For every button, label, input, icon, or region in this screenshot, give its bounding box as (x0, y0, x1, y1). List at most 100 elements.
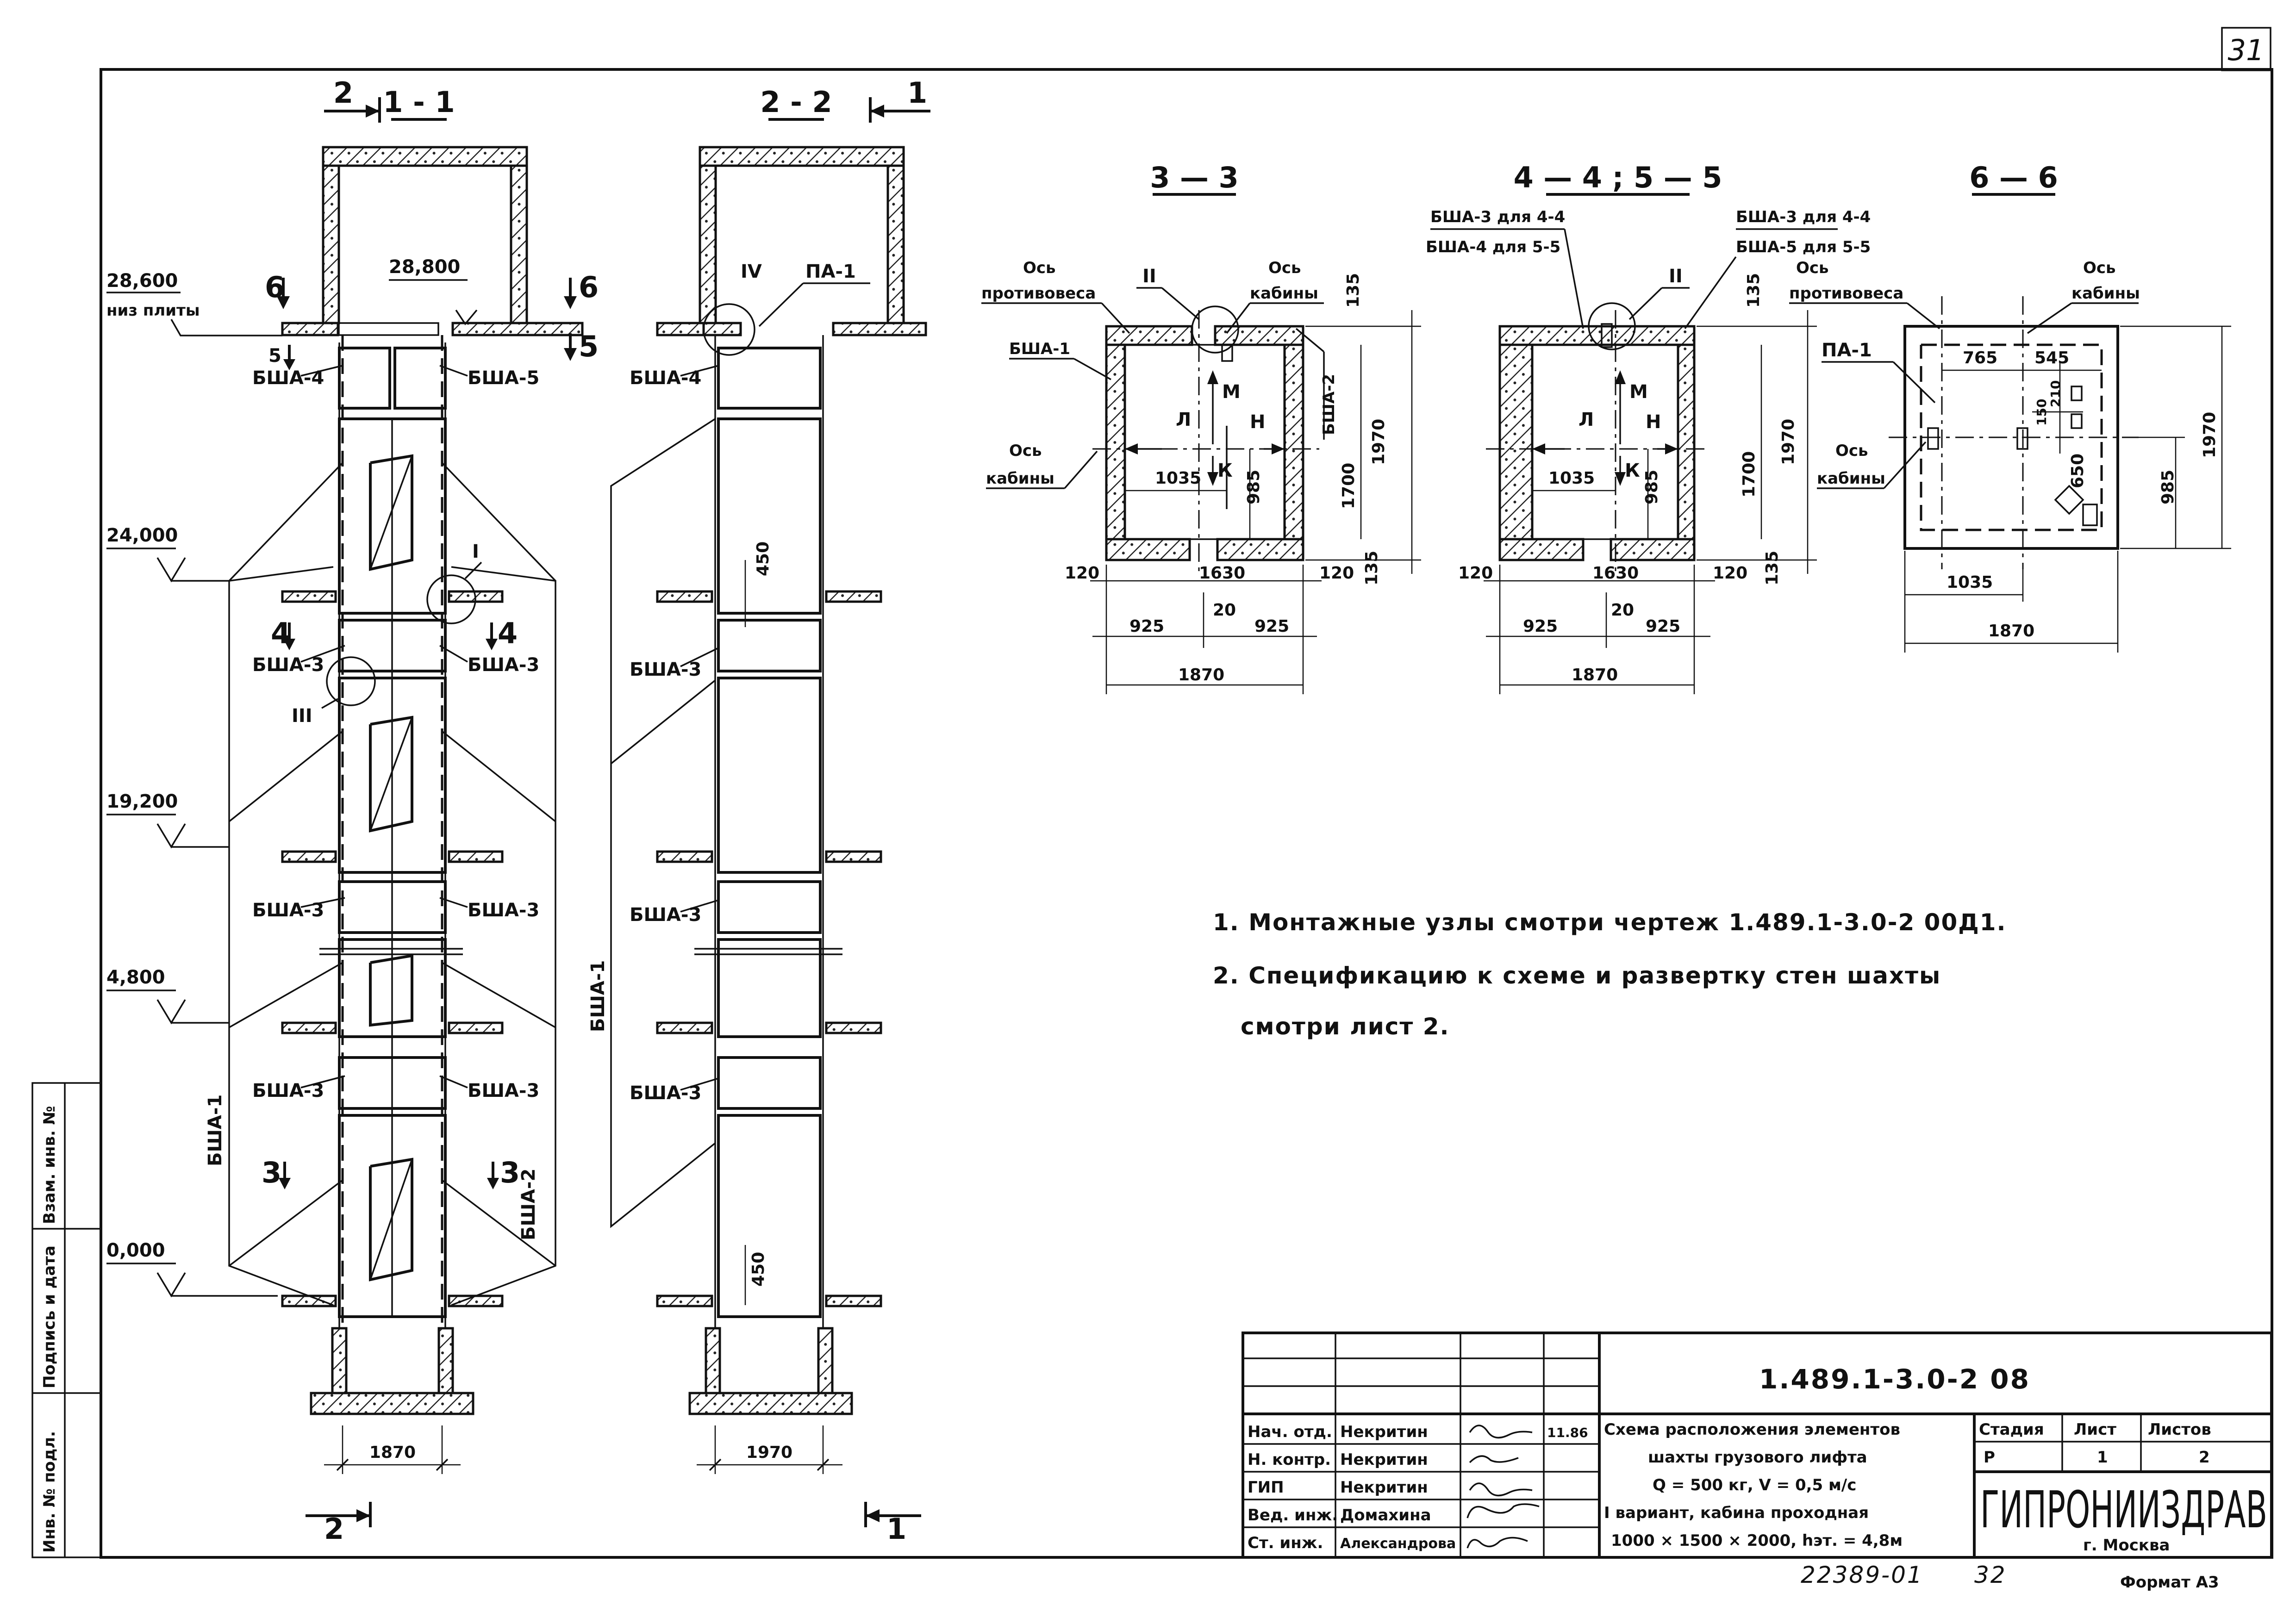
dim-1035-45: 1035 (1548, 469, 1595, 488)
corner-box (2221, 27, 2271, 71)
dim-135-45-top: 135 (1744, 273, 1763, 308)
level-4800: 4,800 (106, 967, 165, 988)
level-28800: 28,800 (389, 256, 460, 278)
note-5-5-a: БША-3 для 4-4 (1736, 208, 1871, 226)
dim-1035-33: 1035 (1155, 469, 1201, 488)
page-number: 32 (1974, 1562, 2007, 1588)
dim-1630-33: 1630 (1199, 564, 1245, 583)
mark-4-right: 4 (498, 616, 518, 650)
stamp-replace-label: Взам. инв. № (40, 1106, 59, 1224)
mark-5-left: 5 (268, 345, 281, 367)
name-3: Некритин (1340, 1478, 1428, 1497)
label-bsha1-left: БША-1 (205, 1095, 226, 1166)
desc-line-4: I вариант, кабина проходная (1604, 1504, 1869, 1522)
dim-150-66: 150 (2034, 399, 2049, 426)
title-block: 1.489.1-3.0-2 08 Нач. отд. Некритин 11.8… (1242, 1332, 2273, 1559)
dim-1630-45: 1630 (1592, 564, 1639, 583)
label-pa1-22: ПА-1 (805, 261, 856, 282)
drawing-code: 1.489.1-3.0-2 08 (1759, 1363, 2030, 1395)
callout-III (326, 656, 376, 706)
callout-IV-label: IV (741, 261, 762, 282)
callout-I-label: I (472, 541, 479, 562)
stamp-sign-label: Подпись и дата (40, 1245, 59, 1388)
border (100, 68, 2273, 1559)
label-bsha3-22c: БША-3 (630, 1083, 701, 1104)
stamp-inv-label: Инв. № подл. (40, 1431, 59, 1553)
name-5: Александрова (1340, 1536, 1456, 1552)
note-4-4-a: БША-3 для 4-4 (1430, 208, 1565, 226)
machine-room-roof (322, 146, 528, 167)
date-1: 11.86 (1547, 1425, 1588, 1440)
dim-1700-33: 1700 (1339, 463, 1358, 509)
axis-cab-66-a: Ось (2083, 259, 2116, 277)
role-2: Н. контр. (1248, 1450, 1331, 1469)
dim-120-33-l: 120 (1065, 564, 1099, 583)
dim-765-66: 765 (1963, 348, 1997, 367)
axis-cab-33-left-b: кабины (986, 469, 1054, 488)
name-2: Некритин (1340, 1450, 1428, 1469)
label-K-33: К (1217, 460, 1233, 481)
axis-cw-33-b: противовеса (981, 284, 1096, 303)
label-bsha3-22b: БША-3 (630, 904, 701, 926)
name-1: Некритин (1340, 1423, 1428, 1441)
axis-cab-33-a: Ось (1268, 259, 1301, 277)
label-bsha3-c: БША-3 (252, 900, 324, 921)
dim-925-45-r: 925 (1646, 617, 1680, 636)
role-4: Вед. инж. (1248, 1506, 1338, 1524)
dim-20-33: 20 (1213, 601, 1236, 620)
dim-120-45-l: 120 (1458, 564, 1493, 583)
axis-cab-66-b: кабины (2071, 284, 2140, 303)
dim-925-33-l: 925 (1129, 617, 1164, 636)
dim-135-45-bot: 135 (1763, 551, 1782, 585)
sheet-frame: 31 (100, 27, 2273, 1559)
axis-cab-33-b: кабины (1250, 284, 1318, 303)
axis-cw-66-b: противовеса (1789, 284, 1903, 303)
plan-4-4-5-5: 4 — 4 ; 5 — 5 М Л Н К II БША-3 для 4-4 Б… (1426, 161, 1871, 694)
mark-6-right: 6 (579, 270, 599, 304)
label-N-33: Н (1250, 411, 1265, 433)
dim-135-33-top: 135 (1344, 273, 1363, 308)
role-1: Нач. отд. (1248, 1423, 1332, 1441)
axis-cw-66-a: Ось (1796, 259, 1829, 277)
dim-650-66: 650 (2068, 454, 2087, 488)
dim-135-33-bot: 135 (1362, 551, 1381, 585)
role-3: ГИП (1248, 1478, 1284, 1497)
label-bsha3-d: БША-3 (468, 900, 539, 921)
label-N-45: Н (1646, 411, 1661, 433)
label-pa1-66: ПА-1 (1822, 340, 1872, 361)
level-0000: 0,000 (106, 1240, 165, 1261)
callout-III-label: III (292, 705, 312, 727)
section-1-1: 1 - 1 2 (106, 76, 599, 1546)
section-title-2-2: 2 - 2 (760, 85, 832, 119)
dim-985-33: 985 (1244, 470, 1263, 504)
block-bsha5 (393, 347, 447, 410)
callout-IV (703, 303, 755, 356)
corner-number: 31 (2228, 33, 2265, 67)
label-bsha1-33: БША-1 (1009, 340, 1070, 358)
notes: 1. Монтажные узлы смотри чертеж 1.489.1-… (1213, 909, 2006, 1040)
dim-1870-45: 1870 (1572, 666, 1618, 684)
dim-120-33-r: 120 (1319, 564, 1354, 583)
axis-cab-33-left-a: Ось (1009, 442, 1042, 460)
sheet-format: Формат А3 (2120, 1573, 2219, 1592)
desc-line-2: шахты грузового лифта (1648, 1448, 1867, 1467)
label-bsha3-b: БША-3 (468, 654, 539, 676)
machine-room-wall-right (510, 164, 528, 324)
dim-1970-33: 1970 (1369, 419, 1388, 465)
level-28600: 28,600 (106, 270, 178, 292)
label-bsha4-22: БША-4 (630, 367, 701, 389)
dim-545-66: 545 (2034, 348, 2069, 367)
label-bsha2: БША-2 (518, 1169, 539, 1240)
dim-1870-11: 1870 (369, 1443, 416, 1462)
machine-room-roof-22 (699, 146, 905, 167)
label-M-45: М (1629, 381, 1648, 403)
label-L-33: Л (1176, 409, 1191, 430)
dim-925-45-l: 925 (1523, 617, 1558, 636)
pit-slab (310, 1392, 474, 1415)
label-bsha2-33: БША-2 (1320, 374, 1338, 435)
axis-cab-66-left-a: Ось (1835, 442, 1868, 460)
note-2-cont: смотри лист 2. (1241, 1013, 1450, 1040)
sheet-header: Лист (2074, 1420, 2116, 1439)
sheets-value: 2 (2199, 1448, 2210, 1467)
